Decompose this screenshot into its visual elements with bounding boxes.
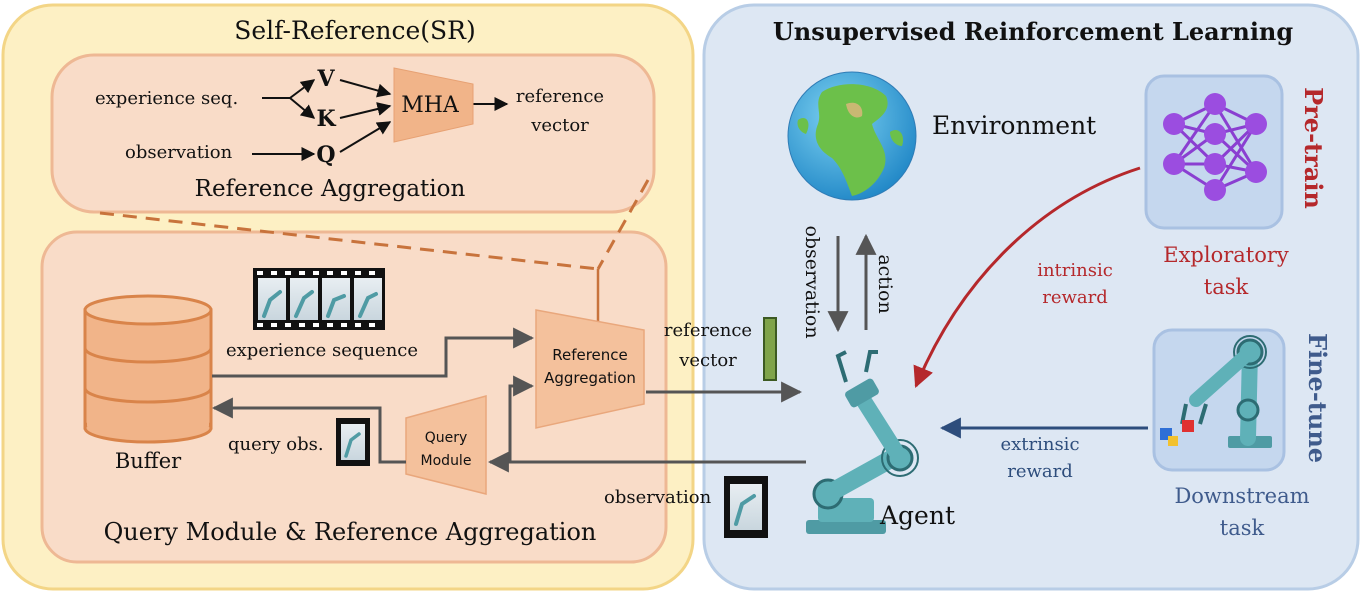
buffer-database-icon xyxy=(83,294,213,444)
query-obs-label: query obs. xyxy=(228,434,324,455)
buffer-label: Buffer xyxy=(115,449,182,473)
query-module-line1: Query xyxy=(425,430,468,446)
downstream-task-box xyxy=(1152,328,1286,472)
neural-network-icon xyxy=(1163,93,1267,201)
intrinsic-reward-arrow xyxy=(913,166,1141,388)
query-obs-film-icon xyxy=(336,418,370,466)
reference-aggregation-box xyxy=(50,53,656,214)
query-panel-title: Query Module & Reference Aggregation xyxy=(104,518,597,546)
reference-vector-bar xyxy=(763,317,777,381)
experience-to-aggregation-arrow xyxy=(212,327,535,378)
exploratory-task-box xyxy=(1144,74,1284,230)
extrinsic-reward-line1: extrinsic xyxy=(1000,434,1079,455)
reference-aggregation-block xyxy=(535,309,645,429)
input-observation-label: observation xyxy=(125,142,233,163)
reference-vector-output-line1: reference xyxy=(516,86,604,107)
downstream-robot-arm-icon xyxy=(1160,335,1272,448)
exploratory-task-line2: task xyxy=(1204,275,1249,299)
vk-split-arrows xyxy=(252,79,316,161)
query-to-aggregation-arrow xyxy=(508,375,535,462)
reference-aggregation-title: Reference Aggregation xyxy=(195,176,466,202)
query-module-block xyxy=(405,395,487,495)
query-to-buffer-arrow xyxy=(211,397,406,464)
k-label: K xyxy=(316,106,336,132)
agent-robot-arm-icon xyxy=(806,350,919,534)
finetune-label: Fine-tune xyxy=(1303,333,1332,463)
v-label: V xyxy=(316,66,335,92)
mha-input-arrows xyxy=(339,79,509,153)
intrinsic-reward-line2: reward xyxy=(1042,287,1108,308)
mha-block xyxy=(393,67,474,143)
downstream-task-line1: Downstream xyxy=(1174,484,1309,508)
exploratory-task-line1: Exploratory xyxy=(1163,243,1289,267)
q-label: Q xyxy=(316,142,335,168)
observation-vertical-label: observation xyxy=(801,225,823,338)
downstream-task-line2: task xyxy=(1220,516,1265,540)
earth-globe-icon xyxy=(787,71,917,201)
agent-label: Agent xyxy=(879,501,955,530)
pretrain-label: Pre-train xyxy=(1299,87,1328,209)
sr-panel-title: Self-Reference(SR) xyxy=(234,16,476,45)
input-experience-label: experience seq. xyxy=(95,88,238,109)
intrinsic-reward-line1: intrinsic xyxy=(1037,260,1113,281)
url-panel: Unsupervised Reinforcement Learning Envi… xyxy=(487,3,1360,591)
url-panel-title: Unsupervised Reinforcement Learning xyxy=(773,17,1294,46)
environment-label: Environment xyxy=(932,111,1096,140)
experience-sequence-label: experience sequence xyxy=(226,340,418,361)
self-reference-panel: Self-Reference(SR) experience seq. obser… xyxy=(1,3,695,591)
observation-film-icon xyxy=(724,476,768,538)
reference-vector-output-line2: vector xyxy=(530,115,589,136)
observation-bottom-label: observation xyxy=(604,487,712,508)
mha-label: MHA xyxy=(401,93,460,118)
ref-agg-block-line1: Reference xyxy=(552,346,628,364)
experience-film-strip-icon xyxy=(253,268,385,330)
reference-vector-line2: vector xyxy=(678,350,737,371)
query-module-line2: Module xyxy=(421,453,472,469)
zoom-dashed-lines xyxy=(99,179,650,271)
ref-agg-block-line2: Aggregation xyxy=(544,369,636,387)
action-vertical-label: action xyxy=(874,254,896,313)
extrinsic-reward-line2: reward xyxy=(1007,461,1073,482)
reference-vector-line1: reference xyxy=(664,320,752,341)
